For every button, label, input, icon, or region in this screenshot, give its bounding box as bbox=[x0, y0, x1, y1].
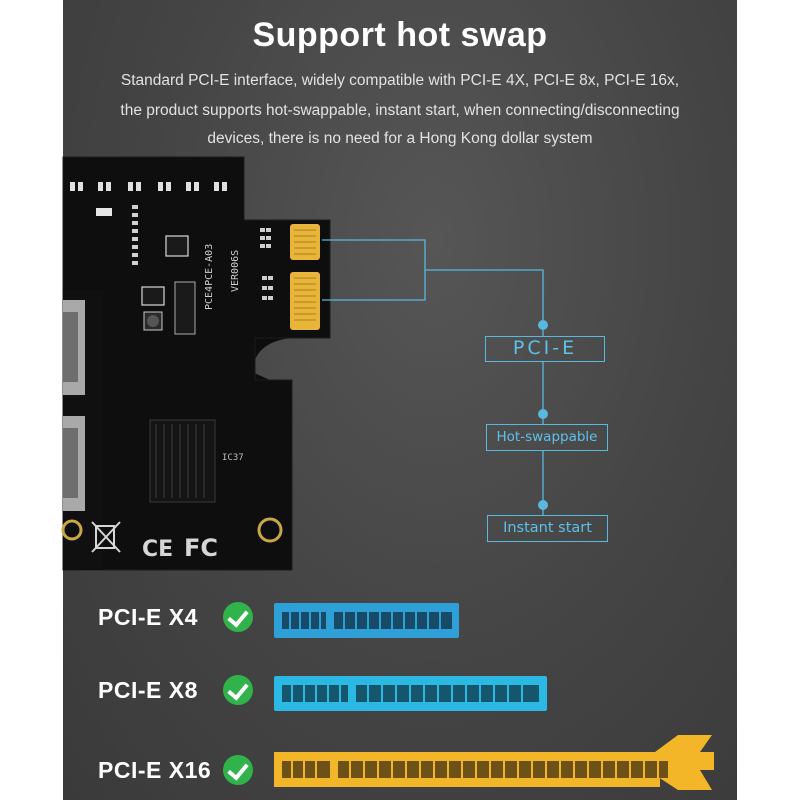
ce-mark: CE bbox=[142, 537, 173, 562]
slot-label-x4: PCI-E X4 bbox=[98, 604, 198, 630]
page-title: Support hot swap bbox=[252, 16, 548, 54]
callout-dot-1 bbox=[538, 320, 548, 330]
chip-label: IC37 bbox=[222, 453, 244, 463]
slot-x4 bbox=[274, 603, 459, 638]
description-line-2: the product supports hot-swappable, inst… bbox=[120, 102, 680, 119]
pci-e-callout: PCI-E bbox=[485, 336, 605, 362]
mount-hole-left bbox=[61, 519, 83, 541]
callout-dot-3 bbox=[538, 500, 548, 510]
fc-mark: FC bbox=[184, 534, 218, 562]
board-model-text: PCE4PCE-A03 bbox=[204, 244, 215, 310]
weee-icon bbox=[91, 521, 121, 553]
slot-label-x16: PCI-E X16 bbox=[98, 757, 212, 783]
board-version-text: VER006S bbox=[230, 250, 241, 292]
callout-dot-2 bbox=[538, 409, 548, 419]
check-icon-x4 bbox=[223, 602, 253, 632]
mount-hole-right bbox=[257, 517, 283, 543]
check-icon-x16 bbox=[223, 755, 253, 785]
description-line-3: devices, there is no need for a Hong Kon… bbox=[207, 130, 593, 147]
instant-start-callout: Instant start bbox=[487, 515, 608, 542]
gold-contacts-lower bbox=[290, 272, 320, 330]
hot-swappable-callout: Hot-swappable bbox=[486, 424, 608, 451]
slot-x8 bbox=[274, 676, 547, 711]
check-icon-x8 bbox=[223, 675, 253, 705]
slot-label-x8: PCI-E X8 bbox=[98, 677, 198, 703]
slot-x16 bbox=[274, 735, 714, 790]
description-line-1: Standard PCI-E interface, widely compati… bbox=[120, 72, 680, 89]
